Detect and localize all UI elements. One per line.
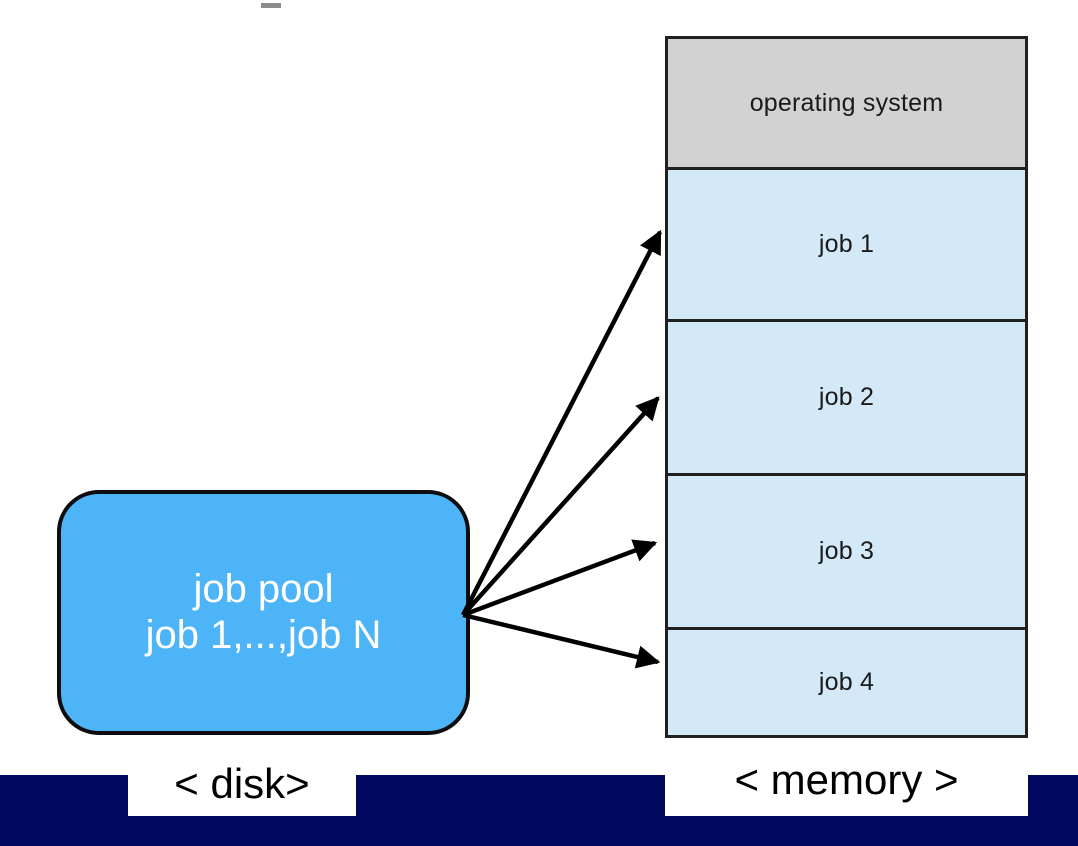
arrow-to-job-2 — [461, 396, 660, 617]
memory-block-job-4: job 4 — [668, 630, 1025, 735]
arrow-to-job-4 — [462, 612, 661, 669]
job-pool-title: job pool — [193, 566, 334, 611]
memory-block-label: job 1 — [818, 230, 875, 258]
disk-caption-text: < disk> — [174, 760, 310, 807]
memory-block-label: job 3 — [818, 537, 875, 565]
arrow-to-job-3 — [462, 539, 658, 618]
memory-block-label: operating system — [749, 88, 944, 117]
memory-block-label: job 2 — [818, 383, 875, 411]
job-pool-box: job pool job 1,...,job N — [57, 490, 470, 735]
stray-mark-artifact — [261, 3, 281, 8]
memory-block-operating-system: operating system — [668, 39, 1025, 170]
memory-block-job-1: job 1 — [668, 170, 1025, 322]
memory-block-job-2: job 2 — [668, 322, 1025, 476]
memory-caption-text: < memory > — [734, 756, 959, 803]
memory-caption: < memory > — [665, 744, 1028, 816]
memory-block-job-3: job 3 — [668, 476, 1025, 630]
memory-column: operating system job 1 job 2 job 3 job 4 — [665, 36, 1028, 738]
disk-caption: < disk> — [128, 752, 356, 816]
memory-block-label: job 4 — [818, 668, 875, 696]
arrow-to-job-1 — [460, 229, 663, 617]
job-pool-contents: job 1,...,job N — [145, 612, 382, 657]
